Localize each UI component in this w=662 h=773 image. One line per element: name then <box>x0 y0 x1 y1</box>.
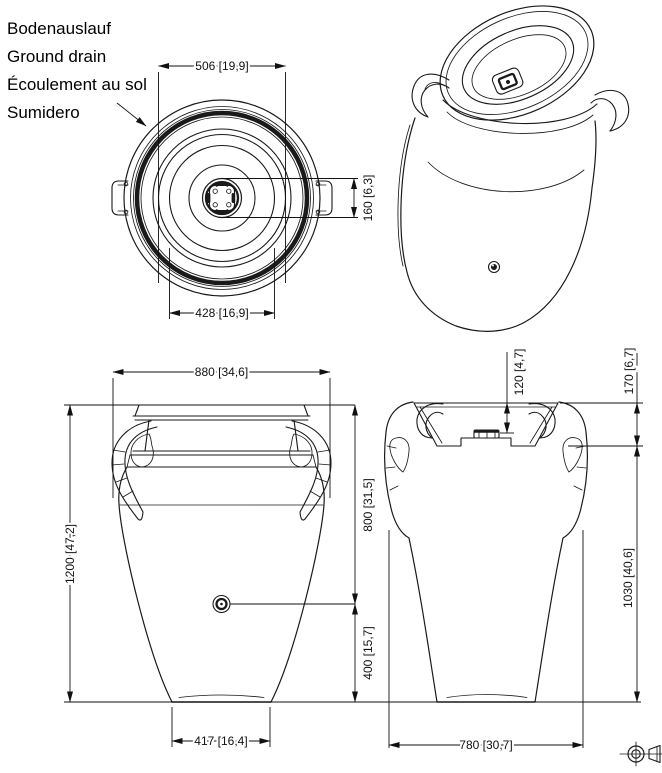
dim-overall-width-880: 880 [34,6] <box>112 363 331 381</box>
dim-rim-height-170: 170 [6,7] <box>620 346 640 447</box>
drain-fitting-top <box>201 177 243 219</box>
first-angle-projection-icon <box>619 741 662 767</box>
dim-drain-size-label: 160 [6,3] <box>361 175 375 222</box>
front-drain-plug <box>212 594 231 614</box>
top-view: 506 [19,9] 428 [16,9] 160 [6,3] <box>111 57 377 322</box>
front-lid <box>132 404 311 421</box>
dim-inner-diameter-428: 428 [16,9] <box>169 248 275 322</box>
callout-line-de: Bodenauslauf <box>7 19 111 38</box>
perspective-handle-left <box>411 73 450 118</box>
side-handle-right <box>528 401 588 703</box>
top-view-handle-right <box>315 180 333 216</box>
side-handle-left <box>384 401 444 703</box>
perspective-drain-plug <box>487 260 501 274</box>
dim-basin-depth-label: 120 [4,7] <box>512 349 526 396</box>
dim-base-width-417: 417 [16,4] <box>171 732 271 750</box>
dim-basin-depth-120: 120 [4,7] <box>504 347 528 434</box>
side-view: 120 [4,7] 170 [6,7] 1030 [40,6] 780 [30,… <box>384 346 643 754</box>
dim-overall-width-label: 880 [34,6] <box>195 365 248 379</box>
dim-overall-depth-label: 780 [30,7] <box>459 738 512 752</box>
dim-inner-diameter-label: 428 [16,9] <box>195 306 248 320</box>
top-view-handle-left <box>111 180 129 216</box>
dim-body-height-label: 1030 [40,6] <box>621 548 635 608</box>
perspective-handle-right <box>590 89 630 132</box>
front-handle-right <box>285 420 332 521</box>
dim-body-height-1030: 1030 [40,6] <box>619 445 640 703</box>
dim-overall-height-1200: 1200 [47,2] <box>61 404 79 703</box>
dim-overall-depth-780: 780 [30,7] <box>388 736 584 754</box>
callout-leader-arrow <box>116 102 147 127</box>
perspective-drain-fitting <box>491 67 524 95</box>
dim-ground-to-drain-400: 400 [15,7] <box>352 603 377 703</box>
dim-base-width-label: 417 [16,4] <box>194 734 247 748</box>
callout-line-en: Ground drain <box>7 47 106 66</box>
dim-lid-diameter-506: 506 [19,9] <box>158 57 286 283</box>
side-overflow-fitting <box>473 429 500 439</box>
front-handle-left <box>111 420 158 521</box>
dim-drain-to-top-label: 800 [31,5] <box>361 478 375 531</box>
front-view: 880 [34,6] 1200 [47,2] 800 [31,5] 400 [1… <box>61 363 641 750</box>
callout-line-fr: Écoulement au sol <box>7 75 147 94</box>
perspective-view <box>397 5 630 332</box>
dim-drain-to-top-800: 800 [31,5] <box>352 404 377 605</box>
dim-ground-to-drain-label: 400 [15,7] <box>361 626 375 679</box>
dim-overall-height-label: 1200 [47,2] <box>63 524 77 584</box>
dim-rim-height-label: 170 [6,7] <box>622 348 636 395</box>
dim-drain-size-160: 160 [6,3] <box>222 173 377 223</box>
dim-lid-diameter-label: 506 [19,9] <box>195 59 248 73</box>
callout-line-es: Sumidero <box>7 103 80 122</box>
callout-ground-drain: Bodenauslauf Ground drain Écoulement au … <box>7 19 147 127</box>
